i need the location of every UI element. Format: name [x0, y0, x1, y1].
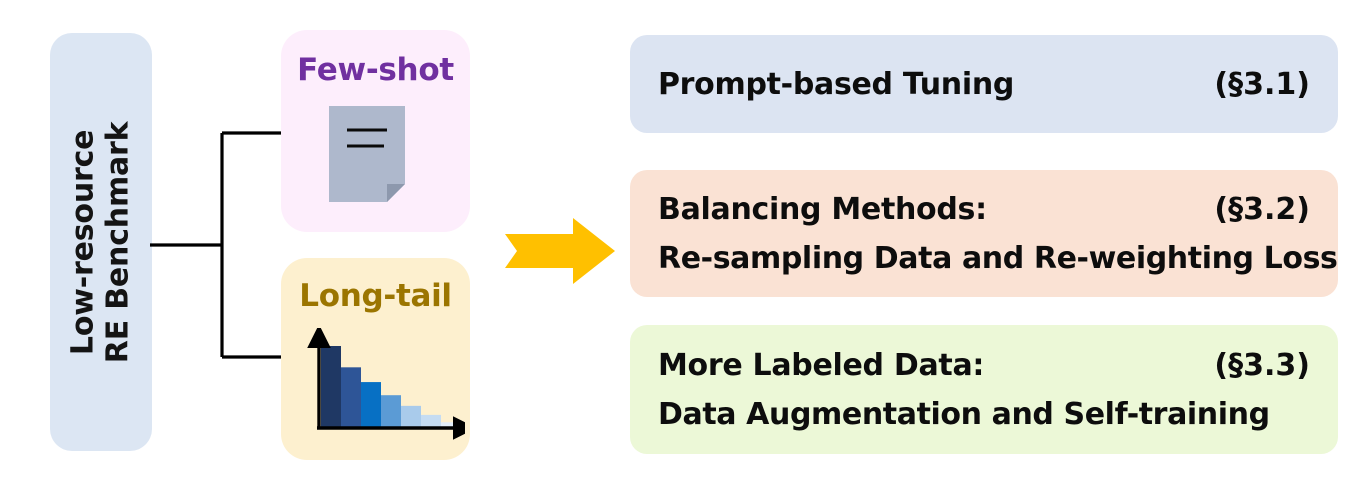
- method-row-secondary: Re-sampling Data and Re-weighting Loss: [658, 241, 1338, 276]
- benchmark-label-line2: RE Benchmark: [101, 121, 137, 363]
- category-card-long-tail[interactable]: Long-tail: [281, 258, 470, 460]
- benchmark-box: Low-resource RE Benchmark: [50, 33, 152, 451]
- category-title-few-shot: Few-shot: [297, 52, 454, 88]
- method-title: Balancing Methods:: [658, 191, 987, 227]
- method-section-ref: (§3.3): [1214, 347, 1310, 383]
- category-card-few-shot[interactable]: Few-shot: [281, 30, 470, 232]
- method-box-balancing-methods[interactable]: Balancing Methods: (§3.2) Re-sampling Da…: [630, 170, 1338, 297]
- method-section-ref: (§3.1): [1214, 66, 1310, 102]
- method-box-more-labeled-data[interactable]: More Labeled Data: (§3.3) Data Augmentat…: [630, 325, 1338, 454]
- method-title: More Labeled Data:: [658, 347, 985, 383]
- method-box-prompt-based-tuning[interactable]: Prompt-based Tuning (§3.1): [630, 35, 1338, 133]
- method-row-primary: More Labeled Data: (§3.3): [658, 348, 1310, 383]
- benchmark-label-line1: Low-resource: [65, 129, 101, 355]
- method-row-primary: Balancing Methods: (§3.2): [658, 192, 1310, 227]
- benchmark-label: Low-resource RE Benchmark: [66, 121, 137, 363]
- method-subtitle: Re-sampling Data and Re-weighting Loss: [658, 240, 1338, 276]
- category-title-long-tail: Long-tail: [299, 278, 452, 314]
- method-subtitle: Data Augmentation and Self-training: [658, 396, 1270, 432]
- method-title: Prompt-based Tuning: [658, 66, 1015, 102]
- right-arrow-icon: [505, 218, 615, 284]
- method-row-secondary: Data Augmentation and Self-training: [658, 397, 1310, 432]
- long-tail-bar-chart-icon: [307, 328, 465, 440]
- document-icon: [329, 106, 405, 202]
- method-row-primary: Prompt-based Tuning (§3.1): [658, 67, 1310, 102]
- method-section-ref: (§3.2): [1214, 191, 1310, 227]
